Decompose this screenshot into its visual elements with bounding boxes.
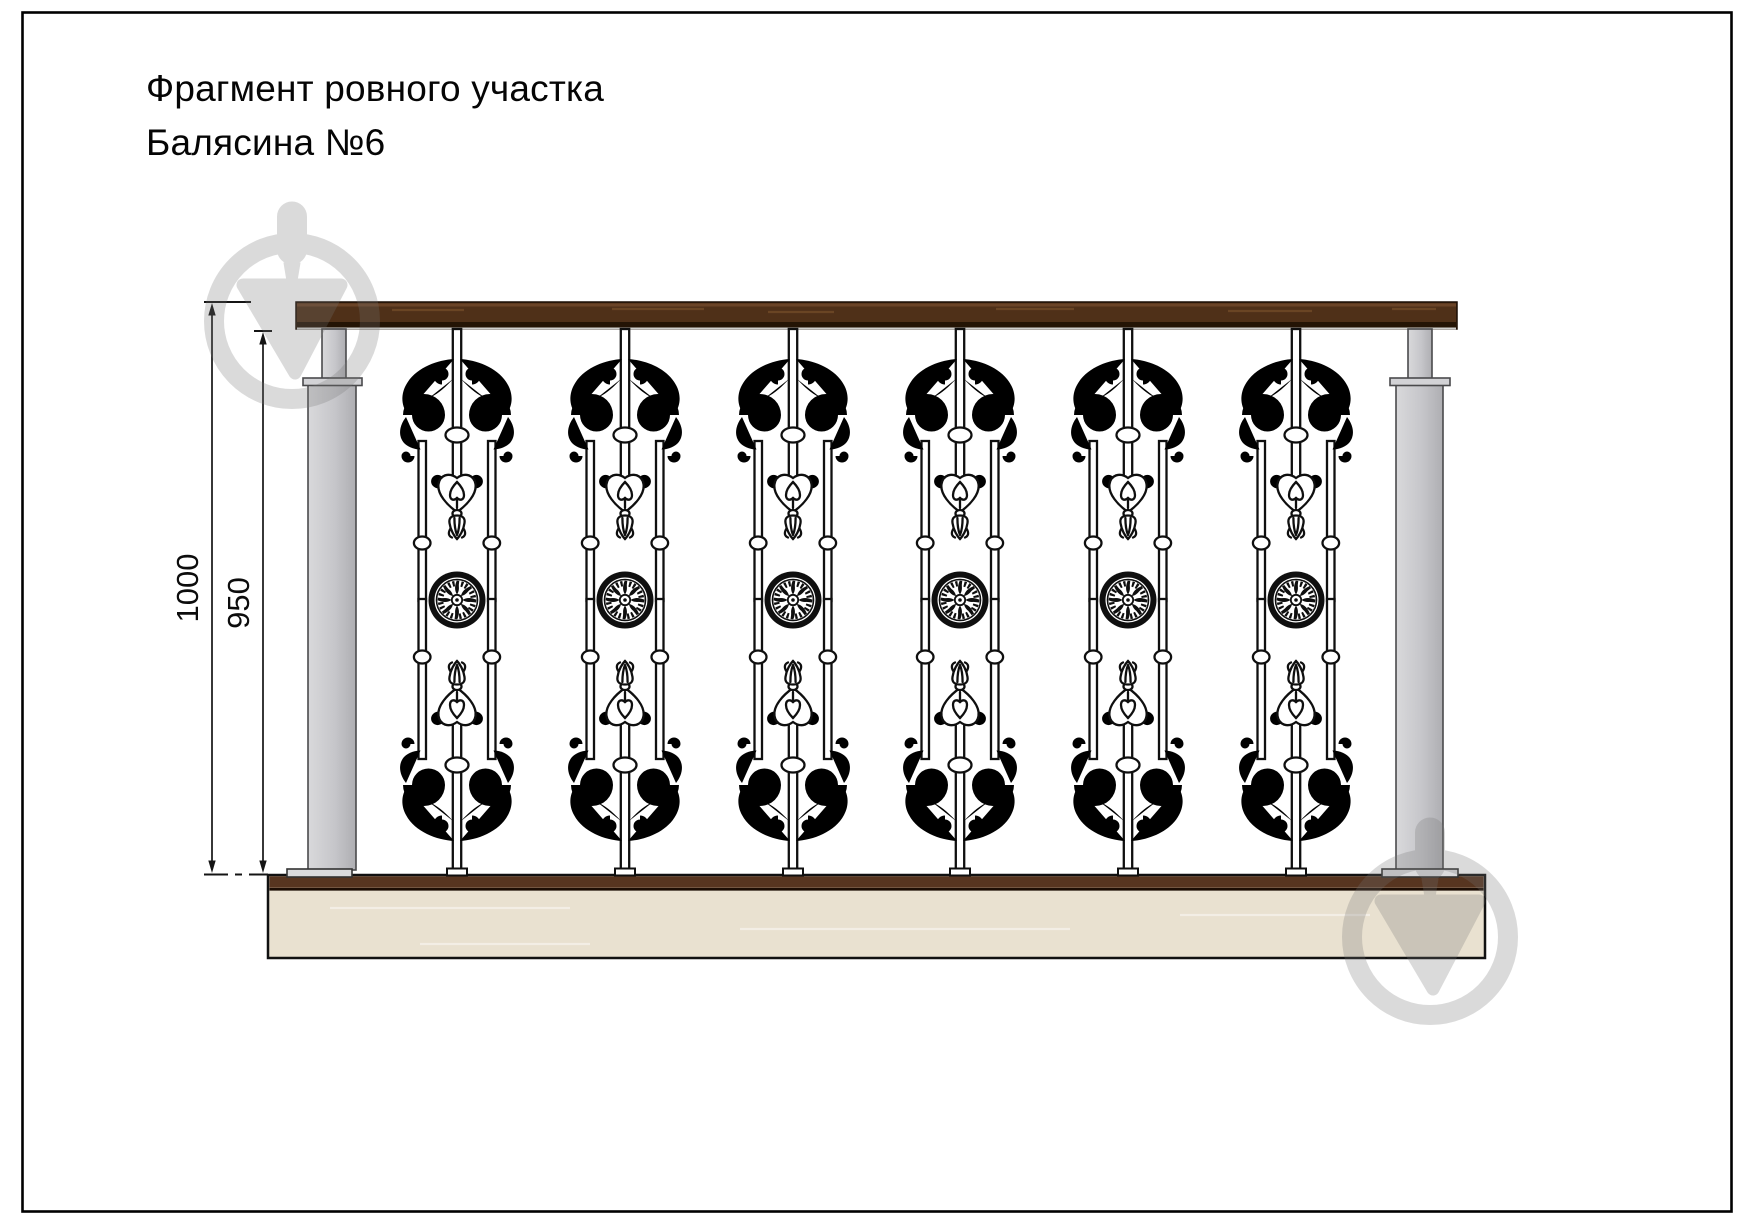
base-plinth (266, 873, 1487, 960)
wood-grain-lines (392, 307, 1436, 314)
right-post-upper (1407, 328, 1433, 381)
trowel-logo-icon (214, 202, 370, 399)
baluster (568, 329, 682, 876)
baluster (400, 329, 514, 876)
plinth-wood-strip (269, 876, 1484, 888)
baluster (736, 329, 850, 876)
baluster (1071, 329, 1185, 876)
dimension-baluster-height: 950 (221, 329, 272, 873)
sheet-border (21, 11, 1733, 1213)
handrail-top-highlight (297, 303, 1456, 307)
baluster (1239, 329, 1353, 876)
right-post (1381, 328, 1459, 878)
title-line-1: Фрагмент ровного участка (146, 68, 604, 109)
dimension-label-950: 950 (221, 577, 256, 629)
right-post-flange (1389, 377, 1451, 387)
drawing-title: Фрагмент ровного участка Балясина №6 (146, 62, 604, 170)
plinth-texture (330, 906, 1370, 946)
dimension-label-1000: 1000 (170, 554, 205, 623)
right-post-lower (1395, 384, 1444, 871)
watermark-top-left (214, 202, 370, 399)
left-post (286, 328, 363, 878)
baluster (903, 329, 1017, 876)
handrail-bottom-shadow (297, 322, 1456, 328)
handrail-underside-edge (297, 327, 1456, 330)
balusters-layer (400, 329, 1353, 876)
handrail (295, 301, 1458, 330)
title-line-2: Балясина №6 (146, 122, 386, 163)
left-post-lower (307, 384, 357, 871)
left-post-base-plate (286, 868, 353, 878)
